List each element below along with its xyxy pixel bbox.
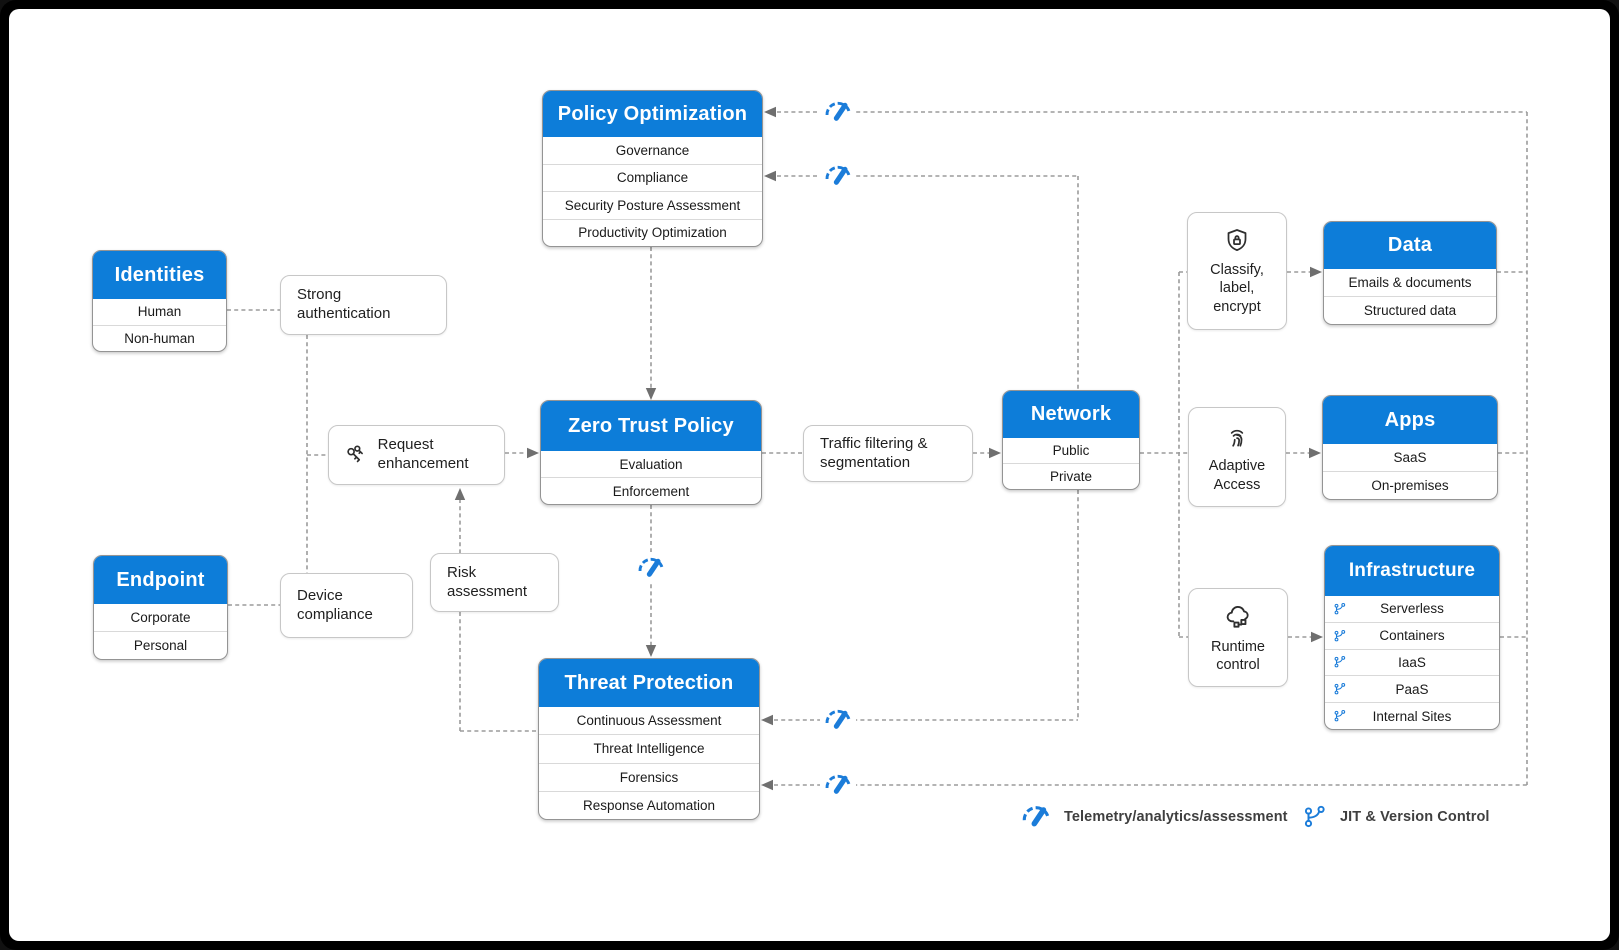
box-apps: Apps SaaS On-premises <box>1322 395 1498 500</box>
fingerprint-icon <box>1221 420 1253 452</box>
box-threat-protection: Threat Protection Continuous Assessment … <box>538 658 760 820</box>
note-runtime-control: Runtime control <box>1188 588 1288 687</box>
note-label: Strong authentication <box>297 286 391 322</box>
box-row: PaaS <box>1325 675 1499 702</box>
legend-label: Telemetry/analytics/assessment <box>1064 809 1288 825</box>
box-network: Network Public Private <box>1002 390 1140 490</box>
jit-version-control-icon <box>1333 655 1347 669</box>
box-endpoint: Endpoint Corporate Personal <box>93 555 228 660</box>
box-row: On-premises <box>1323 471 1497 499</box>
box-row-label: Serverless <box>1380 601 1444 617</box>
shield-lock-icon <box>1222 226 1252 256</box>
jit-version-control-icon <box>1333 602 1347 616</box>
note-strong-authentication: Strong authentication <box>280 275 447 335</box>
box-row: IaaS <box>1325 648 1499 676</box>
box-row: Containers <box>1325 621 1499 649</box>
box-row: Serverless <box>1325 596 1499 622</box>
legend-label: JIT & Version Control <box>1340 809 1490 825</box>
jit-version-control-icon <box>1333 629 1347 643</box>
box-row-label: Internal Sites <box>1372 708 1452 724</box>
telemetry-gauge-icon <box>820 96 856 128</box>
box-infrastructure: Infrastructure Serverless Containers Iaa… <box>1324 545 1500 730</box>
box-row-label: Containers <box>1379 628 1445 644</box>
box-data: Data Emails & documents Structured data <box>1323 221 1497 325</box>
box-title: Infrastructure <box>1325 546 1499 596</box>
box-row: Internal Sites <box>1325 702 1499 729</box>
box-row-label: IaaS <box>1398 654 1426 670</box>
box-row: Corporate <box>130 610 191 625</box>
note-adaptive-access: Adaptive Access <box>1188 407 1286 507</box>
telemetry-gauge-icon <box>1020 801 1052 833</box>
cloud-runtime-icon <box>1222 601 1254 633</box>
note-label: Classify, label, encrypt <box>1210 262 1264 315</box>
box-row: Structured data <box>1324 296 1496 324</box>
note-device-compliance: Device compliance <box>280 573 413 638</box>
note-label: Device compliance <box>297 586 373 623</box>
box-title: Data <box>1324 222 1496 269</box>
box-title: Endpoint <box>94 556 227 604</box>
note-risk-assessment: Risk assessment <box>430 553 559 612</box>
telemetry-gauge-icon <box>820 704 856 736</box>
box-row: SaaS <box>1393 450 1427 465</box>
box-title: Network <box>1003 391 1139 438</box>
box-policy-optimization: Policy Optimization Governance Complianc… <box>542 90 763 247</box>
box-row: Response Automation <box>539 790 759 819</box>
box-title: Zero Trust Policy <box>541 401 761 451</box>
jit-version-control-icon <box>1302 804 1328 830</box>
box-title: Threat Protection <box>539 659 759 707</box>
box-row: Public <box>1052 443 1090 458</box>
note-label: Adaptive Access <box>1208 458 1266 493</box>
note-traffic-filtering: Traffic filtering & segmentation <box>803 425 973 482</box>
box-row: Compliance <box>543 163 762 192</box>
jit-version-control-icon <box>1333 709 1347 723</box>
box-row: Human <box>137 304 182 320</box>
note-request-enhancement: Request enhancement <box>328 425 505 485</box>
box-title: Apps <box>1323 396 1497 444</box>
box-row: Governance <box>615 142 690 158</box>
box-row: Private <box>1003 463 1139 489</box>
note-classify-label-encrypt: Classify, label, encrypt <box>1187 212 1287 330</box>
box-row: Threat Intelligence <box>539 734 759 762</box>
note-label: Traffic filtering & segmentation <box>820 434 928 471</box>
box-row: Emails & documents <box>1348 275 1472 290</box>
box-row: Security Posture Assessment <box>543 191 762 219</box>
box-identities: Identities Human Non-human <box>92 250 227 352</box>
box-row: Forensics <box>539 762 759 791</box>
box-row: Enforcement <box>541 477 761 504</box>
telemetry-gauge-icon <box>820 769 856 801</box>
note-label: Runtime control <box>1211 638 1265 673</box>
box-row: Productivity Optimization <box>543 218 762 247</box>
box-zero-trust-policy: Zero Trust Policy Evaluation Enforcement <box>540 400 762 505</box>
box-row: Continuous Assessment <box>576 713 722 729</box>
note-label: Request enhancement <box>377 436 469 472</box>
box-row: Non-human <box>93 324 226 352</box>
box-row-label: PaaS <box>1395 681 1429 697</box>
box-row: Evaluation <box>619 456 683 472</box>
legend-jit: JIT & Version Control <box>1302 804 1490 830</box>
box-row: Personal <box>94 631 227 659</box>
box-title: Policy Optimization <box>543 91 762 137</box>
note-label: Risk assessment <box>447 563 528 600</box>
telemetry-gauge-icon <box>820 160 856 192</box>
box-title: Identities <box>93 251 226 299</box>
keys-icon <box>342 438 369 472</box>
jit-version-control-icon <box>1333 682 1347 696</box>
legend-telemetry: Telemetry/analytics/assessment <box>1020 801 1288 833</box>
telemetry-gauge-icon <box>633 552 669 584</box>
